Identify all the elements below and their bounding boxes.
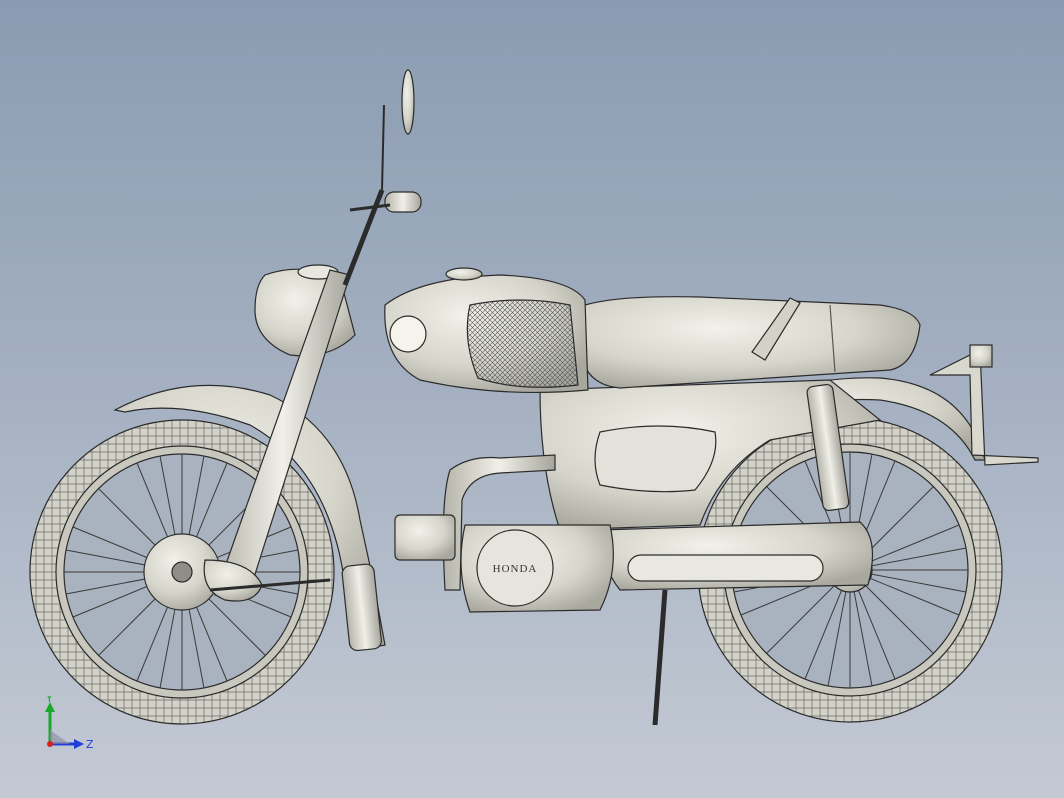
motorcycle-model[interactable]: HONDA (29, 69, 1039, 726)
engine-cover (476, 529, 554, 607)
mirror-arm (381, 104, 385, 191)
x-axis-dot (47, 741, 53, 747)
seat-strap (751, 297, 801, 361)
fuel-cap (445, 267, 483, 281)
front-fender-stay (341, 563, 382, 652)
engine-brand-text: HONDA (493, 563, 538, 575)
handlebar-grip (384, 191, 422, 213)
tank-emblem (389, 315, 427, 353)
kickstand (652, 589, 668, 726)
orientation-triad: Y Z (45, 696, 94, 751)
mirror (401, 69, 415, 135)
carburetor (394, 514, 456, 561)
rear-carrier (929, 349, 1039, 466)
y-axis-label: Y (45, 696, 53, 705)
tail-light (969, 344, 993, 368)
rear-shock (806, 383, 850, 512)
chain-slot (627, 554, 824, 582)
handlebar-stem (342, 189, 385, 286)
z-axis-label: Z (86, 738, 94, 751)
tank-knee-grip (466, 299, 579, 388)
seat (579, 296, 921, 389)
exhaust-pipe (442, 454, 556, 591)
brake-lever (349, 203, 391, 212)
side-cover (594, 425, 717, 493)
